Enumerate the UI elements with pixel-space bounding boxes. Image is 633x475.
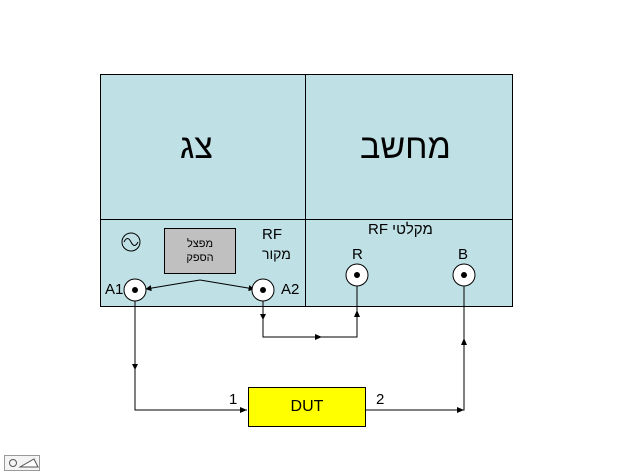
dut-box: DUT xyxy=(248,387,366,427)
port-b-label: B xyxy=(458,246,469,263)
port-a1-connector xyxy=(123,278,147,302)
presentation-nav-icon[interactable] xyxy=(4,455,40,471)
a2-to-r-wire xyxy=(262,301,358,338)
receivers-label: RF מקלטי xyxy=(368,221,433,238)
computer-panel xyxy=(305,74,513,220)
port-r-connector xyxy=(345,263,369,287)
port-b-connector xyxy=(452,263,476,287)
arrow-head-icon xyxy=(260,314,266,320)
splitter-label-line1: מפצל xyxy=(186,238,214,250)
arrow-head-icon xyxy=(354,310,360,317)
splitter-to-a2-wire xyxy=(199,279,255,292)
a1-to-dut-wire xyxy=(134,301,247,411)
port-a1-label: A1 xyxy=(105,281,124,298)
port-r-label: R xyxy=(352,246,363,263)
dut-to-b-wire xyxy=(366,287,465,411)
receivers-panel xyxy=(305,219,513,307)
dut-label: DUT xyxy=(290,398,324,415)
computer-label: מחשב xyxy=(360,128,451,166)
dut-port-2-label: 2 xyxy=(376,391,385,408)
power-splitter: מפצל הספק xyxy=(164,228,236,274)
port-a2-label: A2 xyxy=(281,281,300,298)
arrow-head-icon xyxy=(240,407,247,413)
dut-port-1-label: 1 xyxy=(229,391,238,408)
sine-wave-icon xyxy=(121,232,141,252)
splitter-label-line2: הספק xyxy=(186,252,214,264)
display-label: צג xyxy=(180,128,213,166)
port-a2-connector xyxy=(251,278,275,302)
source-label-line1: RF xyxy=(262,226,282,243)
arrow-head-icon xyxy=(461,338,467,345)
source-label-line2: מקור xyxy=(262,246,291,262)
splitter-to-a1-wire xyxy=(145,279,201,292)
arrow-head-icon xyxy=(457,407,464,413)
display-panel xyxy=(100,74,306,220)
arrow-head-icon xyxy=(315,334,322,340)
arrow-head-icon xyxy=(132,364,138,370)
